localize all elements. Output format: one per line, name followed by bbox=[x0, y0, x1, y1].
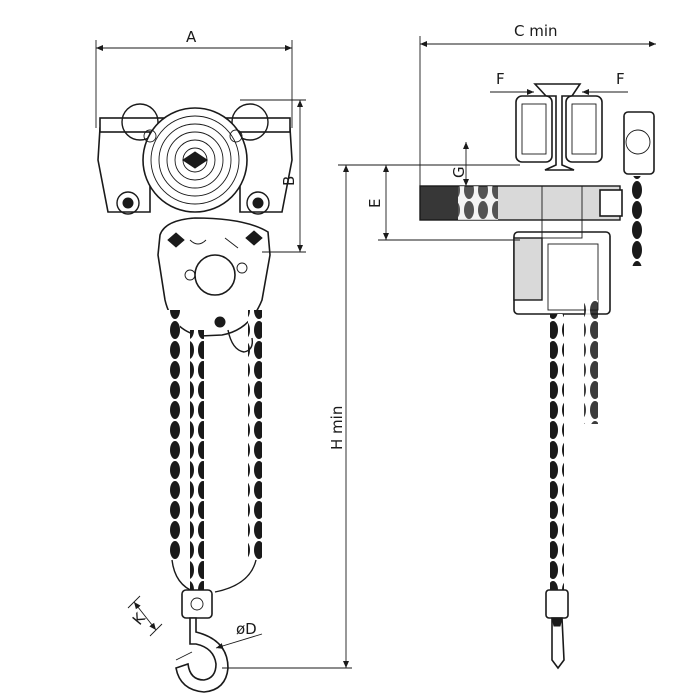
front-view bbox=[97, 103, 293, 693]
label-A: A bbox=[186, 28, 197, 46]
label-H-min: H min bbox=[328, 406, 346, 450]
dimension-lines bbox=[95, 36, 656, 669]
label-E: E bbox=[366, 199, 384, 208]
label-C-min: C min bbox=[514, 22, 558, 40]
label-G: G bbox=[450, 166, 468, 178]
label-F-left: F bbox=[496, 70, 505, 88]
label-F-right: F bbox=[616, 70, 625, 88]
label-D: øD bbox=[236, 620, 257, 638]
label-B: B bbox=[280, 176, 298, 186]
side-view bbox=[419, 83, 655, 670]
